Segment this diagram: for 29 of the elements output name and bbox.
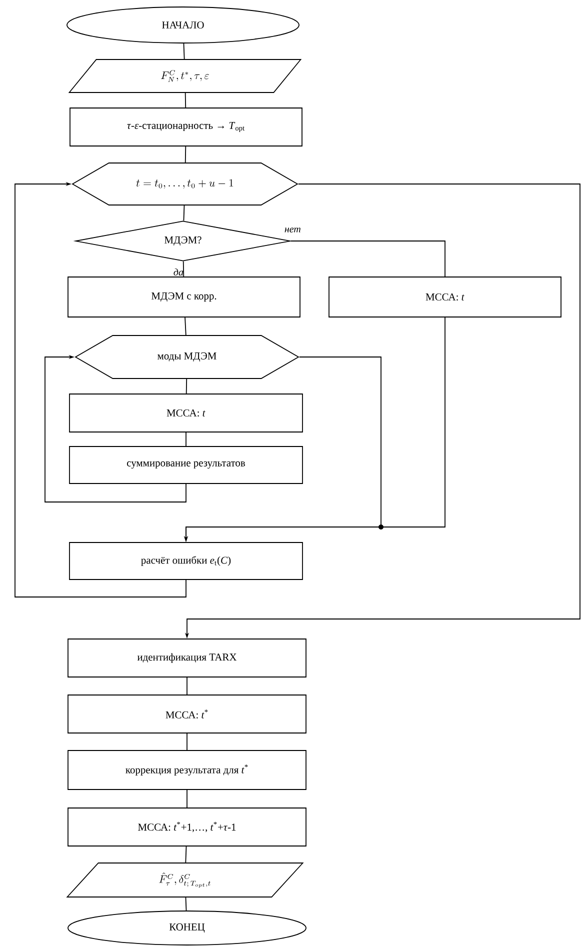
connector (186, 790, 188, 808)
connector (182, 260, 184, 277)
connector (185, 897, 187, 911)
connector (183, 43, 185, 60)
process-box: МССА: t (69, 394, 303, 432)
connector (184, 92, 186, 108)
connector (290, 240, 446, 277)
connector (186, 733, 188, 750)
process-box: идентификация TARX (68, 638, 306, 678)
connector (184, 317, 186, 336)
process-box: МДЭМ с корр. (68, 276, 300, 318)
process-box: суммирование результатов (69, 446, 303, 484)
edge-label: нет (284, 228, 300, 232)
connector (186, 677, 188, 695)
connector (14, 182, 186, 598)
process-box: τ-ε-стационарность → T$_{opt}$ (70, 108, 302, 146)
edge-label: да (174, 268, 184, 276)
process-box: коррекция результата для t$^{*}$ (68, 750, 306, 790)
connector (185, 846, 187, 863)
connector (44, 354, 186, 502)
connector (186, 378, 188, 394)
loop-hexagon: $t = t_0, \ldots, t_0 + u - 1$ (72, 162, 298, 206)
connector (184, 146, 186, 164)
process-box: расчёт ошибки e$_{t}$(C) (69, 542, 303, 580)
process-box: МССА: t$^{*}$ (68, 694, 306, 734)
process-box: МССА: t (328, 276, 562, 318)
process-box: МССА: t$^{*}$+1,…, t$^{*}$+τ-1 (68, 808, 306, 846)
connector (183, 205, 185, 222)
loop-hexagon: моды МДЭМ (74, 335, 300, 379)
